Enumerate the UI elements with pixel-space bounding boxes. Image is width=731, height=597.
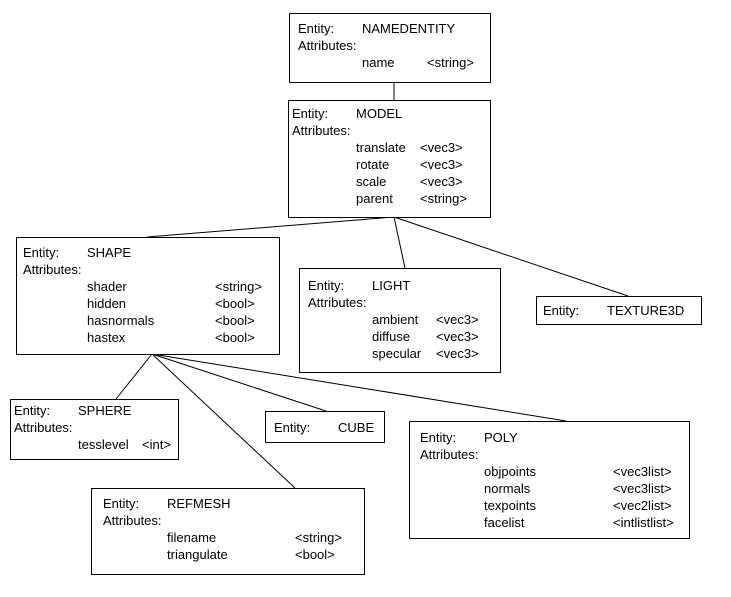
attribute-name: shader: [87, 279, 127, 294]
attribute-type: <vec3>: [420, 157, 463, 172]
connector-model-shape: [146, 216, 395, 238]
attribute-type: <intlistlist>: [613, 515, 674, 530]
attribute-name: diffuse: [372, 329, 411, 344]
entity-namedentity: Entity: NAMEDENTITY Attributes: name <st…: [289, 13, 491, 83]
connector-shape-cube: [151, 353, 327, 412]
entity-label: Entity:: [308, 278, 345, 293]
attribute-type: <bool>: [215, 330, 255, 345]
attribute-name: filename: [167, 530, 217, 545]
entity-sphere: Entity: SPHERE Attributes: tesslevel <in…: [10, 399, 179, 460]
attribute-name: hidden: [87, 296, 127, 311]
attribute-name: rotate: [356, 157, 390, 172]
entity-label: Entity:: [292, 106, 329, 121]
entity-name: TEXTURE3D: [607, 303, 685, 318]
entity-texture3d: Entity: TEXTURE3D: [536, 296, 702, 325]
entity-poly: Entity: POLY Attributes: objpoints <vec3…: [409, 421, 690, 539]
attribute-name: texpoints: [484, 498, 537, 513]
attribute-type: <string>: [420, 191, 467, 206]
attribute-type: <vec3>: [436, 346, 479, 361]
entity-name: POLY: [484, 430, 518, 445]
attribute-type: <vec2list>: [613, 498, 672, 513]
attributes-label: Attributes:: [298, 38, 357, 53]
attribute-name: objpoints: [484, 464, 537, 479]
entity-label: Entity:: [543, 303, 580, 318]
attribute-type: <bool>: [295, 547, 335, 562]
attribute-type: <string>: [427, 55, 474, 70]
attribute-type: <string>: [295, 530, 342, 545]
attribute-type: <vec3>: [420, 174, 463, 189]
entity-light: Entity: LIGHT Attributes: ambient <vec3>…: [299, 268, 501, 373]
attribute-type: <vec3>: [420, 140, 463, 155]
attribute-type: <vec3list>: [613, 481, 672, 496]
entity-label: Entity:: [420, 430, 457, 445]
entity-name: NAMEDENTITY: [362, 21, 456, 36]
attribute-name: translate: [356, 140, 406, 155]
attribute-type: <bool>: [215, 313, 255, 328]
entity-name: MODEL: [356, 106, 403, 121]
connector-shape-refmesh: [151, 353, 296, 489]
attribute-name: specular: [372, 346, 422, 361]
attribute-name: hastex: [87, 330, 126, 345]
entity-model: Entity: MODEL Attributes: translate <vec…: [288, 100, 491, 218]
attributes-label: Attributes:: [420, 447, 479, 462]
attributes-label: Attributes:: [292, 123, 351, 138]
attributes-label: Attributes:: [103, 513, 162, 528]
attribute-name: parent: [356, 191, 393, 206]
attribute-type: <int>: [142, 437, 171, 452]
entity-cube: Entity: CUBE: [265, 411, 385, 443]
entity-label: Entity:: [14, 403, 51, 418]
attribute-name: name: [362, 55, 395, 70]
attribute-name: facelist: [484, 515, 525, 530]
attributes-label: Attributes:: [14, 420, 73, 435]
entity-name: SPHERE: [78, 403, 132, 418]
entity-shape: Entity: SHAPE Attributes: shader <string…: [16, 237, 280, 355]
entity-name: SHAPE: [87, 245, 132, 260]
entity-label: Entity:: [103, 496, 140, 511]
attribute-type: <vec3>: [436, 312, 479, 327]
attribute-name: hasnormals: [87, 313, 155, 328]
attributes-label: Attributes:: [23, 262, 82, 277]
connector-model-texture3d: [393, 216, 629, 297]
attribute-type: <string>: [215, 279, 262, 294]
connector-shape-sphere: [115, 353, 153, 400]
entity-name: LIGHT: [372, 278, 411, 293]
entity-label: Entity:: [298, 21, 335, 36]
attribute-name: tesslevel: [78, 437, 129, 452]
attribute-type: <vec3list>: [613, 464, 672, 479]
attribute-name: triangulate: [167, 547, 228, 562]
attribute-name: scale: [356, 174, 387, 189]
attribute-name: ambient: [372, 312, 419, 327]
attribute-type: <bool>: [215, 296, 255, 311]
entity-refmesh: Entity: REFMESH Attributes: filename <st…: [91, 488, 365, 575]
connector-shape-poly: [151, 353, 567, 422]
entity-label: Entity:: [23, 245, 60, 260]
attribute-type: <vec3>: [436, 329, 479, 344]
attributes-label: Attributes:: [308, 295, 367, 310]
entity-label: Entity:: [274, 420, 311, 435]
attribute-name: normals: [484, 481, 531, 496]
connector-model-light: [393, 216, 406, 269]
entity-name: CUBE: [338, 420, 375, 435]
entity-name: REFMESH: [167, 496, 231, 511]
